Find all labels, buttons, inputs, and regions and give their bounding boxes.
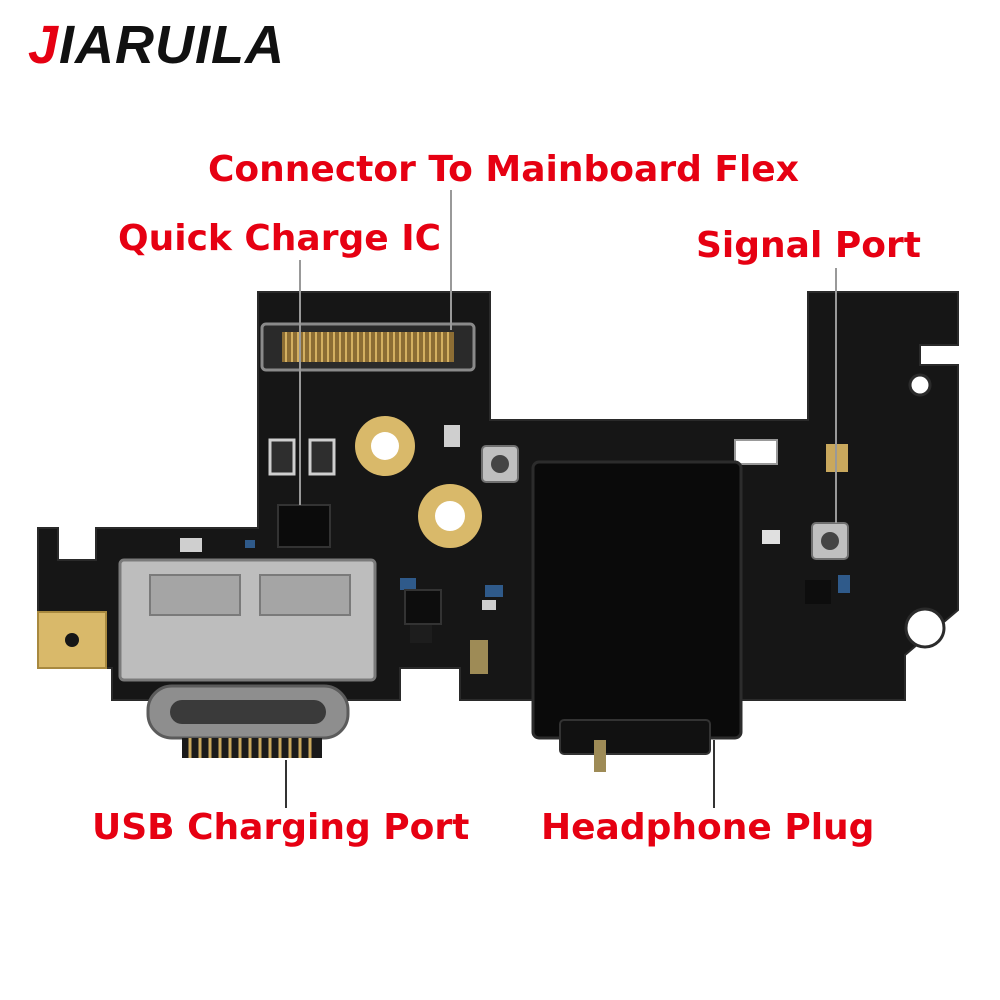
quick-charge-ic [277,504,331,548]
label-connector-to-mainboard-flex: Connector To Mainboard Flex [208,149,799,190]
brand-logo: JIARUILA [28,18,285,72]
label-usb-charging-port: USB Charging Port [92,807,470,848]
headphone-pin [594,740,606,772]
board-connector-pins [285,332,449,362]
pad-1 [268,438,296,476]
mount-hole-top-right [908,373,932,397]
mount-hole-right [904,607,946,649]
pad-2 [308,438,336,476]
label-quick-charge-ic: Quick Charge IC [118,218,442,259]
usb-c-pins [182,738,322,758]
brand-rest: IARUILA [59,15,286,75]
board-connector-gold [282,332,454,362]
brand-first-letter: J [28,15,60,75]
smd-1 [444,425,460,447]
smd-2 [734,439,778,465]
label-signal-port: Signal Port [696,225,921,266]
label-headphone-plug: Headphone Plug [541,807,875,848]
gold-tab-hole [65,633,79,647]
headphone-jack [531,460,743,740]
